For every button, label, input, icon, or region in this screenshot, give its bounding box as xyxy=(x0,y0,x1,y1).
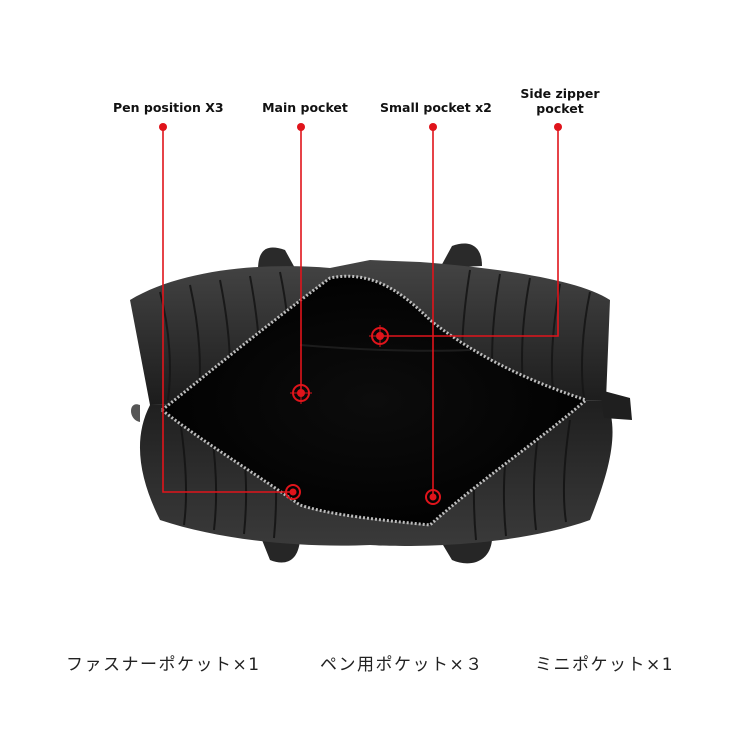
target-icon xyxy=(425,489,441,505)
side-zipper-pocket-label: Side zipper pocket xyxy=(520,86,600,116)
target-markers xyxy=(285,325,441,505)
target-icon xyxy=(285,484,301,500)
callout-lines xyxy=(162,128,559,497)
pen-position-label: Pen position X3 xyxy=(113,100,224,115)
pen-callout-line xyxy=(162,128,290,493)
top-handles xyxy=(258,243,482,270)
bag-interior xyxy=(161,274,587,527)
pen-pocket-caption: ペン用ポケット×３ xyxy=(320,655,484,675)
side-callout-line xyxy=(382,128,559,337)
mini-pocket-caption: ミニポケット×1 xyxy=(535,655,675,675)
small-pocket-label: Small pocket x2 xyxy=(380,100,492,115)
main-pocket-label: Main pocket xyxy=(262,100,348,115)
target-icon xyxy=(290,382,312,404)
caption-row: ファスナーポケット×1 ペン用ポケット×３ ミニポケット×1 xyxy=(0,650,750,675)
bottom-handles xyxy=(262,540,492,564)
callout-dots xyxy=(159,123,562,131)
target-icon xyxy=(369,325,391,347)
zipper-pocket-caption: ファスナーポケット×1 xyxy=(66,655,261,675)
